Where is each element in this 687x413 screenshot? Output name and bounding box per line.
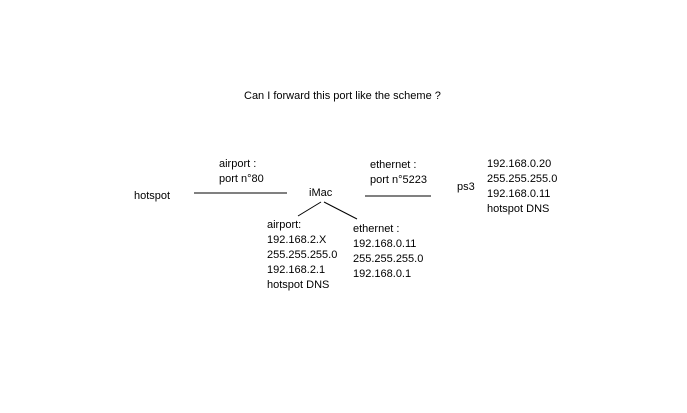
- airport-link-title: airport :: [219, 158, 257, 170]
- ps3-config-line: hotspot DNS: [487, 203, 550, 215]
- imac-airport-config-line: 255.255.255.0: [267, 249, 338, 261]
- ethernet-link-title: ethernet :: [370, 159, 417, 171]
- airport-link-label: airport : port n°80: [219, 157, 264, 187]
- ps3-config-line: 255.255.255.0: [487, 173, 558, 185]
- imac-airport-config-line: hotspot DNS: [267, 279, 330, 291]
- imac-airport-branch: [297, 201, 322, 217]
- ps3-config: 192.168.0.20 255.255.255.0 192.168.0.11 …: [487, 157, 557, 217]
- imac-ethernet-branch: [323, 201, 358, 220]
- page-title: Can I forward this port like the scheme …: [244, 90, 441, 102]
- imac-ethernet-config-line: 192.168.0.1: [353, 268, 412, 280]
- imac-airport-config-line: airport:: [267, 219, 302, 231]
- imac-airport-config-line: 192.168.2.1: [267, 264, 326, 276]
- ps3-config-line: 192.168.0.20: [487, 158, 552, 170]
- imac-ethernet-config-line: 255.255.255.0: [353, 253, 424, 265]
- imac-node-label: iMac: [309, 187, 333, 199]
- ps3-config-line: 192.168.0.11: [487, 188, 551, 200]
- hotspot-node-label: hotspot: [134, 190, 171, 202]
- ps3-node-label: ps3: [457, 181, 475, 193]
- ethernet-link-label: ethernet : port n°5223: [370, 158, 427, 188]
- imac-ethernet-config-line: 192.168.0.11: [353, 238, 417, 250]
- ethernet-link-port: port n°5223: [370, 174, 427, 186]
- imac-ethernet-config-line: ethernet :: [353, 223, 400, 235]
- airport-link-port: port n°80: [219, 173, 264, 185]
- imac-airport-config-line: 192.168.2.X: [267, 234, 327, 246]
- imac-ethernet-config: ethernet : 192.168.0.11 255.255.255.0 19…: [353, 222, 423, 282]
- imac-airport-config: airport: 192.168.2.X 255.255.255.0 192.1…: [267, 218, 337, 293]
